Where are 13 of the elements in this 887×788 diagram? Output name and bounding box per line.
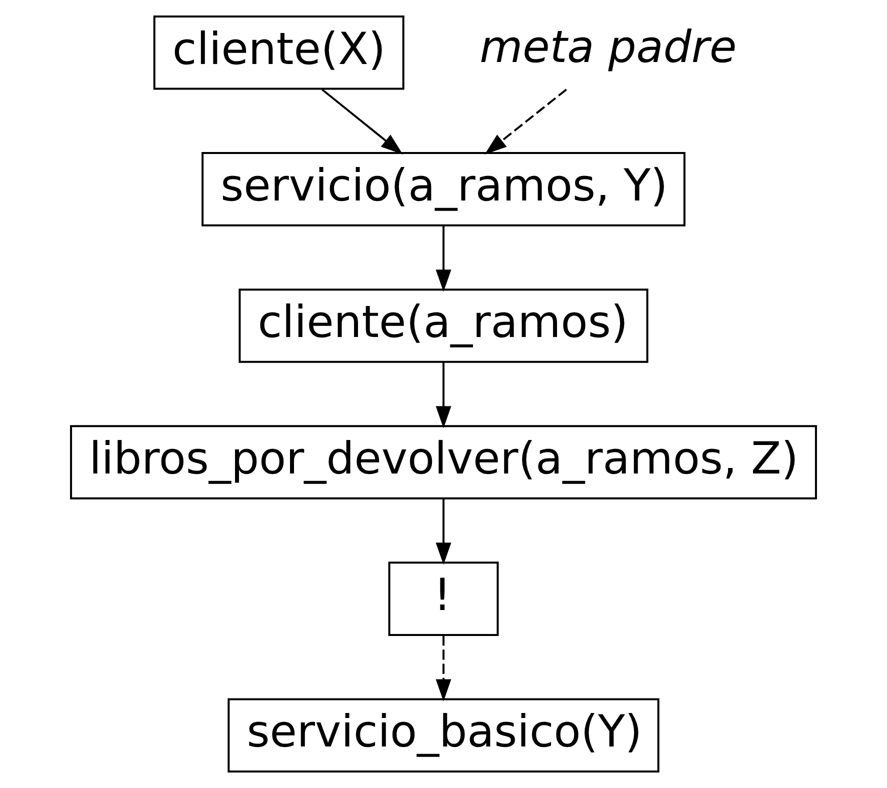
arrow [436, 499, 452, 565]
node-box: servicio_basico(Y) [228, 698, 660, 772]
node-box: ! [388, 562, 499, 636]
arrow [436, 636, 452, 702]
node-box: servicio(a_ramos, Y) [202, 152, 686, 226]
arrow [484, 88, 567, 154]
node-box: libros_por_devolver(a_ramos, Z) [70, 425, 817, 500]
node-box: cliente(X) [153, 16, 404, 90]
arrow [436, 226, 452, 292]
arrow [321, 88, 403, 155]
node-box: cliente(a_ramos) [238, 288, 648, 363]
node-text: meta padre [480, 22, 737, 73]
arrow [436, 362, 452, 428]
